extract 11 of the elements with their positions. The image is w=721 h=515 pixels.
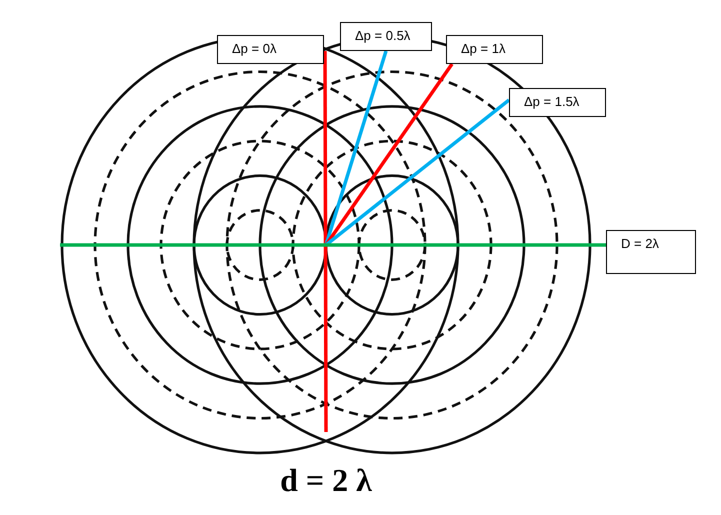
label-box: Δp = 1.5λ [509, 88, 606, 117]
caption: d = 2 λ [280, 462, 372, 499]
line [324, 50, 388, 246]
label-box: Δp = 1λ [446, 35, 543, 64]
line [323, 51, 328, 432]
label-box: Δp = 0λ [217, 35, 324, 64]
line [324, 98, 510, 246]
line [324, 63, 454, 246]
label-box: D = 2λ [606, 230, 696, 274]
label-box: Δp = 0.5λ [340, 22, 432, 51]
line [60, 243, 606, 247]
